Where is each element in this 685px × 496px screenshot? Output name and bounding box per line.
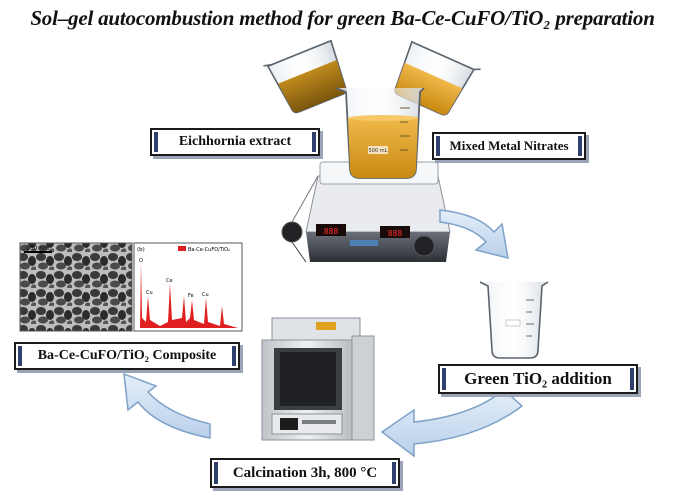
label-mixed-metal-nitrates: Mixed Metal Nitrates [432,132,586,160]
beaker-main-icon: 500 mL [335,87,425,179]
svg-text:888: 888 [388,229,403,238]
eds-peak-ce: Ce [166,278,173,284]
label-composite: Ba-Ce-CuFO/TiO₂ Composite [14,342,240,370]
label-eichhornia-extract: Eichhornia extract [150,128,320,156]
arrow-to-calcination [380,389,524,458]
beaker-volume-mark: 500 mL [369,148,388,154]
eds-peak-fe: Fe [188,293,194,299]
arrow-to-composite [123,372,211,439]
arrow-to-tio2 [439,209,509,260]
eds-peak-cu-2: Cu [202,292,209,298]
eds-peak-cu-1: Cu [146,290,153,296]
beaker-extract-icon [263,39,347,114]
eds-legend: Ba-Ce-CuFO/TiO₂ [188,247,230,253]
svg-text:888: 888 [324,227,339,236]
eds-panel-tag: (b) [137,247,145,253]
beaker-tio2-icon [479,281,549,359]
eds-spectrum: (b) Ba-Ce-CuFO/TiO₂ O Cu Ce Fe Cu [133,242,243,332]
diagram-title: Sol–gel autocombustion method for green … [30,6,655,30]
label-green-tio2-addition: Green TiO₂ addition [438,364,638,394]
label-calcination: Calcination 3h, 800 °C [210,458,400,488]
eds-peak-o: O [139,258,143,264]
muffle-furnace-icon [261,317,375,441]
tem-image: 100 nm [19,242,133,332]
tem-scale-bar: 100 nm [26,245,49,252]
